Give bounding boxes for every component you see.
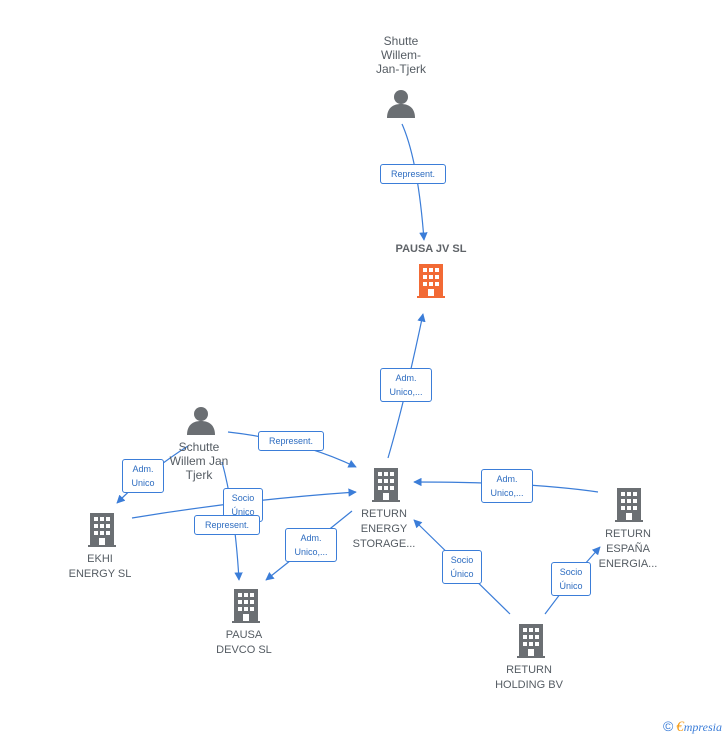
edge-label[interactable]: Represent.: [258, 431, 324, 451]
node-label-return-holding[interactable]: RETURN HOLDING BV: [495, 664, 563, 691]
node-label-return-energy-storage[interactable]: RETURN ENERGY STORAGE...: [352, 508, 416, 550]
person-icon[interactable]: [387, 90, 415, 118]
brand-name: mpresia: [683, 720, 722, 734]
brand-logo-letter: €: [676, 719, 684, 735]
node-label-pausa-devco[interactable]: PAUSA DEVCO SL: [216, 629, 272, 656]
building-icon[interactable]: [372, 468, 400, 502]
building-icon[interactable]: [517, 624, 545, 658]
copyright-icon: ©: [662, 718, 674, 734]
node-label-schutte-willem[interactable]: Schutte Willem Jan Tjerk: [169, 440, 229, 482]
building-icon[interactable]: [417, 264, 445, 298]
edge-label[interactable]: Represent.: [380, 164, 446, 184]
node-label-pausa-jv[interactable]: PAUSA JV SL: [395, 243, 467, 255]
empresia-watermark: © €mpresia: [663, 718, 722, 736]
edge-label[interactable]: Represent.: [194, 515, 260, 535]
node-label-shutte-willem[interactable]: Shutte Willem- Jan-Tjerk: [375, 34, 426, 76]
node-label-ekhi-energy[interactable]: EKHI ENERGY SL: [68, 553, 132, 580]
person-icon[interactable]: [187, 407, 215, 435]
building-icon[interactable]: [232, 589, 260, 623]
edge-label[interactable]: Socio Único: [551, 562, 591, 596]
building-icon[interactable]: [615, 488, 643, 522]
building-icon[interactable]: [88, 513, 116, 547]
node-label-return-espana[interactable]: RETURN ESPAÑA ENERGIA...: [598, 528, 658, 570]
edge-label[interactable]: Socio Único: [442, 550, 482, 584]
edge-label[interactable]: Adm. Unico: [122, 459, 164, 493]
edge-label[interactable]: Adm. Unico,...: [380, 368, 432, 402]
edge-label[interactable]: Adm. Unico,...: [285, 528, 337, 562]
edge-label[interactable]: Adm. Unico,...: [481, 469, 533, 503]
